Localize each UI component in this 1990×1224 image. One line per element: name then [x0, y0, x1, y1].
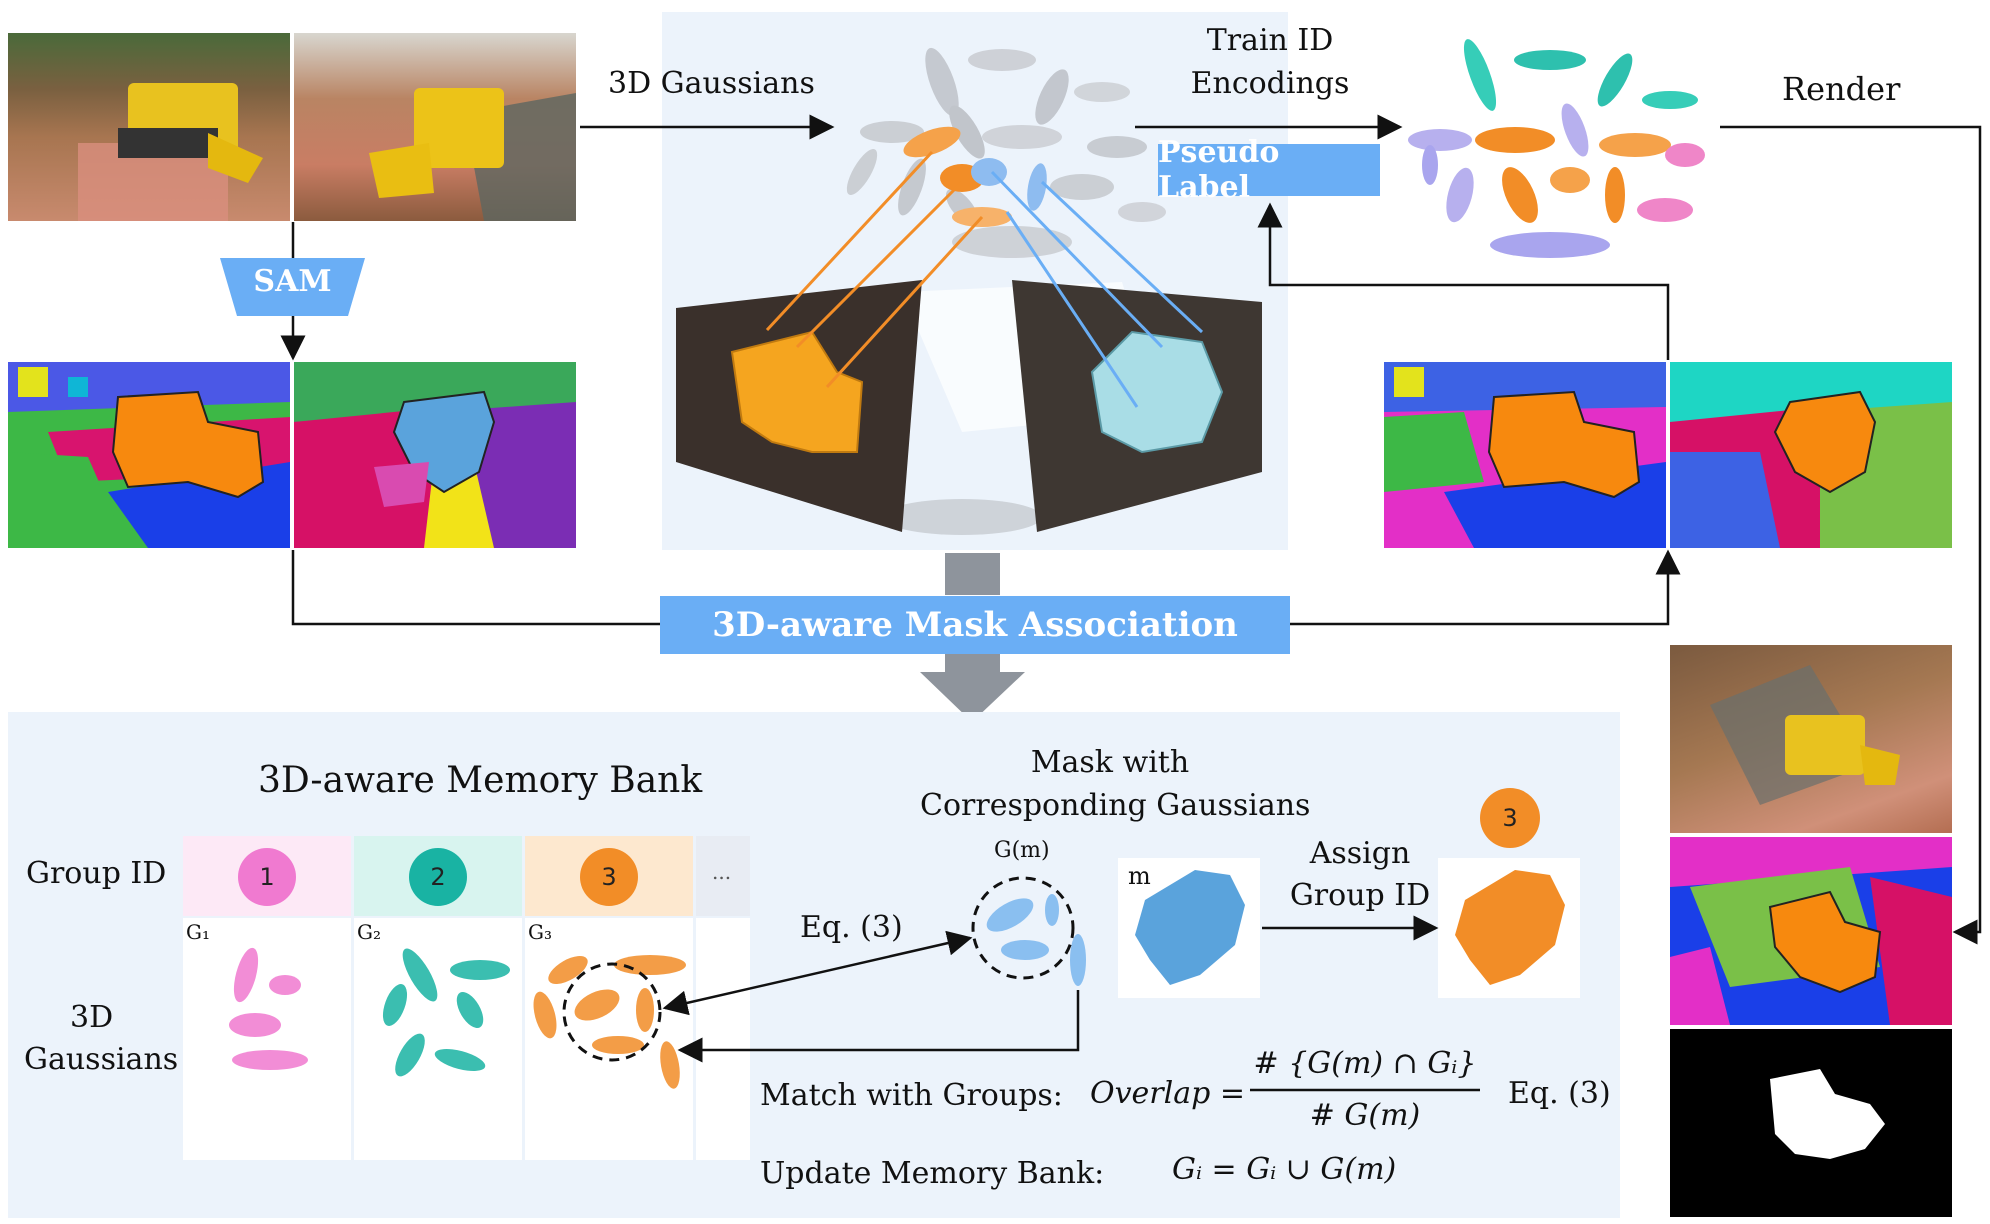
gaussians-label: 3D Gaussians — [608, 66, 815, 101]
update-label: Update Memory Bank: — [760, 1156, 1105, 1191]
assign-line1: Assign — [1309, 836, 1411, 871]
sam-label: SAM — [253, 264, 332, 299]
group-2-gaussians — [354, 918, 522, 1160]
render-mask — [1670, 837, 1952, 1025]
input-photo-2 — [294, 33, 576, 221]
group-1-gaussians — [183, 918, 351, 1160]
gaussians-row-line1: 3D — [70, 1000, 114, 1035]
group-3-gaussian-label: G₃ — [528, 920, 552, 944]
gaussian-scene — [676, 47, 1262, 535]
gaussians-row-line2: Gaussians — [24, 1042, 179, 1077]
group-3-id: 3 — [580, 848, 638, 906]
overlap-numerator: # {G(m) ∩ Gᵢ} — [1253, 1046, 1477, 1081]
mask-title-line2: Corresponding Gaussians — [920, 788, 1311, 823]
sam-mask-2 — [294, 362, 576, 548]
pseudo-label-badge: Pseudo Label — [1158, 135, 1380, 205]
memory-bank-title: 3D-aware Memory Bank — [258, 760, 703, 801]
group-id-label: Group ID — [26, 856, 167, 891]
input-photo-1 — [8, 33, 290, 221]
assigned-group-id: 3 — [1502, 804, 1518, 832]
render-label: Render — [1782, 70, 1901, 108]
mask-association-banner: 3D-aware Mask Association — [660, 596, 1290, 654]
eq3-right: Eq. (3) — [1508, 1076, 1611, 1111]
group-1-gaussian-label: G₁ — [186, 920, 210, 944]
overlap-denominator: # G(m) — [1309, 1098, 1421, 1133]
assign-line2: Group ID — [1289, 878, 1431, 913]
sam-mask-1 — [8, 362, 290, 548]
pseudo-label-text: Pseudo Label — [1158, 135, 1280, 205]
group-ellipsis: ... — [712, 860, 732, 884]
mask-association-label: 3D-aware Mask Association — [712, 605, 1238, 645]
colored-gaussian-cloud — [1408, 39, 1705, 258]
mask-title-line1: Mask with — [1030, 745, 1190, 780]
m-label: m — [1128, 862, 1151, 890]
pseudo-label-mask-1 — [1384, 362, 1666, 548]
overlap-lhs: Overlap = — [1090, 1076, 1245, 1111]
gm-label: G(m) — [994, 838, 1050, 863]
render-photo — [1670, 645, 1952, 833]
train-label-line1: Train ID — [1206, 23, 1334, 58]
group-2-id: 2 — [409, 848, 467, 906]
render-binary-mask — [1670, 1029, 1952, 1217]
sam-block — [220, 258, 365, 316]
group-1-id: 1 — [238, 848, 296, 906]
group-more-header — [696, 836, 750, 916]
train-label-line2: Encodings — [1190, 66, 1350, 101]
update-formula: Gᵢ = Gᵢ ∪ G(m) — [1172, 1152, 1397, 1187]
eq-label: Eq. (3) — [800, 910, 903, 945]
group-2-gaussian-label: G₂ — [357, 920, 381, 944]
pseudo-label-mask-2 — [1670, 362, 1952, 548]
match-label: Match with Groups: — [760, 1078, 1063, 1113]
